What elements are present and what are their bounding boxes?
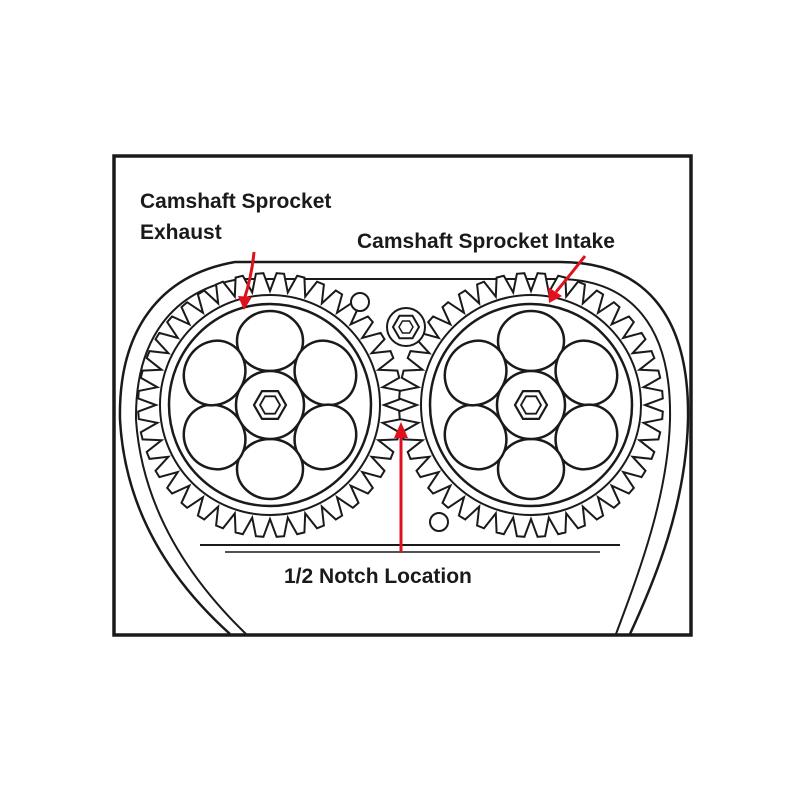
intake-arrow xyxy=(554,255,587,293)
intake-sprocket-rim-outer xyxy=(420,294,642,516)
exhaust-arrowhead xyxy=(238,296,252,310)
notch-label: 1/2 Notch Location xyxy=(284,565,472,588)
mount-hole-bottom xyxy=(429,512,449,532)
exhaust-sprocket xyxy=(137,272,403,538)
intake-sprocket-hex-bolt-icon xyxy=(513,390,549,420)
hex-bolt-icon xyxy=(386,307,426,347)
exhaust-sprocket-rim-inner xyxy=(167,302,373,508)
exhaust-sprocket-hole xyxy=(235,309,305,373)
exhaust-label-line2: Exhaust xyxy=(140,221,222,244)
mount-hole-top xyxy=(350,292,370,312)
notch-arrowhead xyxy=(394,422,408,438)
exhaust-arrow xyxy=(242,251,256,301)
intake-label: Camshaft Sprocket Intake xyxy=(357,230,615,253)
intake-sprocket-hole xyxy=(496,309,566,373)
intake-sprocket-rim-inner xyxy=(428,302,634,508)
exhaust-sprocket-hole xyxy=(235,437,305,501)
intake-sprocket-hex-inner xyxy=(519,395,543,415)
exhaust-label-line1: Camshaft Sprocket xyxy=(140,190,331,213)
timing-belt-outer xyxy=(118,260,690,635)
intake-sprocket xyxy=(398,272,664,538)
arrow-icon xyxy=(238,251,587,552)
intake-sprocket-hole xyxy=(496,437,566,501)
timing-belt-inner xyxy=(134,278,672,635)
exhaust-sprocket-hex-bolt-icon xyxy=(252,390,288,420)
exhaust-sprocket-hex-inner xyxy=(258,395,282,415)
intake-arrowhead xyxy=(548,287,562,303)
exhaust-sprocket-rim-outer xyxy=(159,294,381,516)
